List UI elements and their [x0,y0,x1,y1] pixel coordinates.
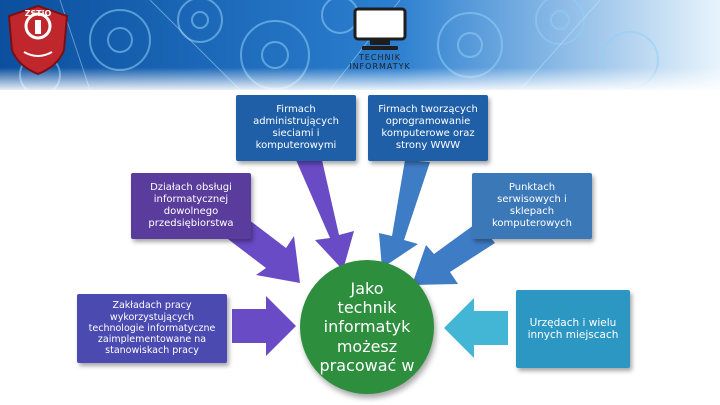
box-it-departments: Działach obsługi informatycznej dowolneg… [131,173,251,239]
box-offices: Urzędach i wielu innych miejscach [516,290,630,368]
monitor-caption: TECHNIK INFORMATYK [340,53,420,71]
box-admin-firms-label: Firmach administrujących sieciami i komp… [253,104,339,151]
arrow-workplaces-to-center [232,296,296,356]
center-circle-label: Jako technik informatyk możesz pracować … [319,279,415,375]
box-workplaces-label: Zakładach pracy wykorzystujących technol… [88,300,216,357]
box-service-points: Punktach serwisowych i sklepach komputer… [472,173,592,239]
arrow-admin-to-center [296,160,354,270]
box-software-firms-label: Firmach tworzących oprogramowanie komput… [378,104,478,151]
arrow-software-to-center [379,160,430,268]
box-workplaces: Zakładach pracy wykorzystujących technol… [77,294,227,363]
school-logo [7,4,69,76]
box-it-departments-label: Działach obsługi informatycznej dowolneg… [148,182,234,229]
box-software-firms: Firmach tworzących oprogramowanie komput… [368,95,488,161]
box-offices-label: Urzędach i wielu innych miejscach [527,316,619,341]
center-circle: Jako technik informatyk możesz pracować … [300,260,434,394]
monitor-caption-line2: INFORMATYK [349,62,411,72]
box-admin-firms: Firmach administrujących sieciami i komp… [236,95,356,161]
box-service-points-label: Punktach serwisowych i sklepach komputer… [492,182,572,229]
monitor-caption-line1: TECHNIK [358,53,402,62]
monitor-icon [353,7,407,50]
school-badge-text: ZSTiO [24,9,52,18]
arrow-offices-to-center [444,298,508,358]
